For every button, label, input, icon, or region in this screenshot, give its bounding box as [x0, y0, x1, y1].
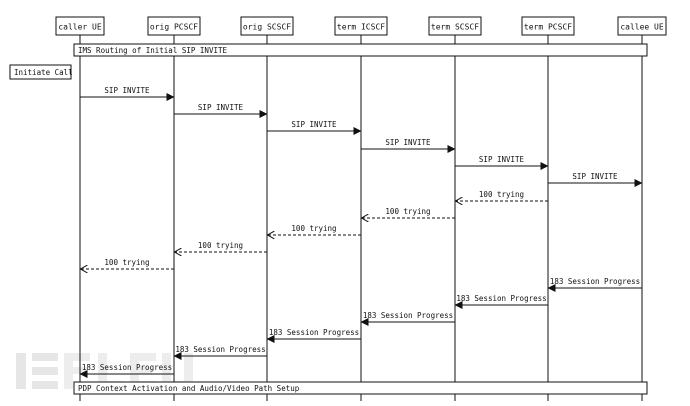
participant-label: callee UE: [620, 23, 664, 32]
message-arrow: SIP INVITE: [361, 138, 456, 153]
participant-caller-ue: caller UE: [55, 16, 105, 36]
message-label: SIP INVITE: [104, 86, 150, 95]
message-arrow: 100 trying: [81, 258, 174, 269]
message-label: SIP INVITE: [572, 172, 618, 181]
note-initiate-call: Initiate Call: [9, 64, 73, 80]
message-label: 100 trying: [291, 224, 336, 233]
message-label: 183 Session Progress: [175, 345, 265, 354]
message-arrow: SIP INVITE: [80, 86, 175, 101]
message-arrow: SIP INVITE: [267, 120, 362, 135]
participant-term-icscf: term ICSCF: [334, 16, 388, 36]
message-arrow: 183 Session Progress: [454, 294, 548, 309]
message-label: SIP INVITE: [479, 155, 525, 164]
message-arrow: SIP INVITE: [174, 103, 268, 118]
message-label: 100 trying: [479, 190, 524, 199]
participant-label: term SCSCF: [431, 23, 479, 32]
banner-label: PDP Context Activation and Audio/Video P…: [78, 384, 300, 393]
banner-label: IMS Routing of Initial SIP INVITE: [78, 46, 227, 55]
message-arrow: SIP INVITE: [548, 172, 643, 187]
message-label: 100 trying: [104, 258, 149, 267]
participant-label: term PCSCF: [524, 23, 572, 32]
message-arrow: 183 Session Progress: [360, 311, 455, 326]
message-arrow: SIP INVITE: [455, 155, 549, 170]
participant-orig-pcscf: orig PCSCF: [147, 16, 201, 36]
participant-label: caller UE: [58, 23, 102, 32]
message-label: SIP INVITE: [198, 103, 244, 112]
message-label: SIP INVITE: [385, 138, 431, 147]
participant-callee-ue: callee UE: [617, 16, 667, 36]
participant-orig-scscf: orig SCSCF: [240, 16, 294, 36]
banner-ims-routing: IMS Routing of Initial SIP INVITE: [73, 43, 648, 57]
participant-label: orig PCSCF: [150, 23, 198, 32]
banner-pdp-context: PDP Context Activation and Audio/Video P…: [73, 381, 648, 395]
participant-label: term ICSCF: [337, 23, 385, 32]
message-arrow: 100 trying: [456, 190, 548, 201]
participant-term-pcscf: term PCSCF: [521, 16, 575, 36]
message-label: 183 Session Progress: [269, 328, 359, 337]
message-label: SIP INVITE: [291, 120, 337, 129]
message-arrow: 183 Session Progress: [173, 345, 267, 360]
participant-term-scscf: term SCSCF: [428, 16, 482, 36]
message-arrow: 183 Session Progress: [547, 277, 642, 292]
note-label: Initiate Call: [14, 68, 73, 77]
message-label: 183 Session Progress: [82, 363, 172, 372]
message-arrow: 100 trying: [362, 207, 455, 218]
participant-label: orig SCSCF: [243, 23, 291, 32]
message-label: 183 Session Progress: [363, 311, 453, 320]
message-arrow: 183 Session Progress: [79, 363, 174, 378]
message-arrow: 100 trying: [268, 224, 361, 235]
message-arrow: 100 trying: [175, 241, 267, 252]
message-label: 100 trying: [385, 207, 430, 216]
message-label: 183 Session Progress: [456, 294, 546, 303]
message-arrow: 183 Session Progress: [266, 328, 361, 343]
message-label: 100 trying: [198, 241, 243, 250]
message-label: 183 Session Progress: [550, 277, 640, 286]
